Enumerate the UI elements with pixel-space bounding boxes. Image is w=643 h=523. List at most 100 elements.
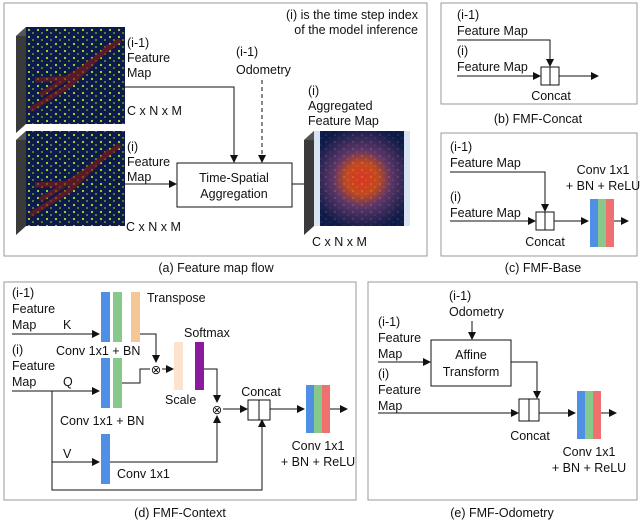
e-affine-to-concat-arrow <box>511 361 541 399</box>
d-conv-k-green <box>113 292 122 342</box>
e-conv-label-1: Conv 1x1 <box>563 445 616 459</box>
b-prev-label-1: (i-1) <box>457 8 479 22</box>
agg-box-label-2: Aggregation <box>200 187 267 201</box>
d-conv-bn-mid-label: Conv 1x1 + BN <box>60 414 144 428</box>
d-transpose-label: Transpose <box>147 291 206 305</box>
panel-a: (i) is the time step index of the model … <box>3 2 428 275</box>
out-dims: C x N x M <box>312 235 367 249</box>
d-softmax-to-mult-arrow <box>204 368 221 403</box>
e-conv-label-2: + BN + ReLU <box>552 461 626 475</box>
cur-map-label-1: (i) <box>127 140 138 154</box>
d-conv-k-blue <box>101 292 110 342</box>
c-conv-red-block <box>606 199 614 247</box>
d-transpose-to-mult-arrow <box>140 333 160 363</box>
e-conv-blue <box>577 391 585 439</box>
d-concat-label: Concat <box>241 385 281 399</box>
panel-c-border <box>440 132 638 257</box>
d-conv-v-blue <box>101 434 110 484</box>
d-conv-q-blue <box>101 358 110 408</box>
d-conv-out-label-1: Conv 1x1 <box>292 439 345 453</box>
c-prev-arrow <box>450 171 549 212</box>
e-cur-label-2: Feature <box>378 383 421 397</box>
e-conv-green <box>585 391 593 439</box>
note-line-1: (i) is the time step index <box>286 8 419 22</box>
odometry-label-1: (i-1) <box>236 45 258 59</box>
d-concat-block-left <box>247 399 260 421</box>
c-cur-label-1: (i) <box>450 190 461 204</box>
c-concat-label: Concat <box>525 235 565 249</box>
d-v-to-mult-arrow <box>110 415 221 463</box>
panel-d-border <box>3 281 357 501</box>
e-odo-label-2: Odometry <box>449 305 505 319</box>
panel-c: (i-1) Feature Map (i) Feature Map Concat… <box>440 132 640 275</box>
odometry-label-2: Odometry <box>236 63 292 77</box>
e-concat-block-right <box>528 398 540 422</box>
b-concat-label: Concat <box>531 89 571 103</box>
d-transpose-block <box>131 292 140 342</box>
b-prev-label-2: Feature Map <box>457 24 528 38</box>
prev-dims: C x N x M <box>127 104 182 118</box>
caption-c: (c) FMF-Base <box>505 261 581 275</box>
prev-map-label-1: (i-1) <box>127 36 149 50</box>
prev-map-label-3: Map <box>127 66 151 80</box>
affine-transform-box <box>430 339 512 387</box>
panel-b-border <box>440 2 638 105</box>
d-conv-out-blue <box>306 385 314 433</box>
c-conv-label-2: + BN + ReLU <box>566 179 640 193</box>
e-cur-label-3: Map <box>378 399 402 413</box>
aggregated-map-image <box>304 131 410 235</box>
d-k-label: K <box>63 318 72 332</box>
b-concat-block-left <box>540 66 551 86</box>
agg-box-label-1: Time-Spatial <box>199 171 269 185</box>
d-v-label: V <box>63 447 72 461</box>
caption-e: (e) FMF-Odometry <box>450 506 554 520</box>
d-softmax-block <box>195 342 204 390</box>
d-q-to-mult-line <box>122 368 150 384</box>
e-cur-label-1: (i) <box>378 367 389 381</box>
d-concat-block-right <box>258 399 271 421</box>
caption-d: (d) FMF-Context <box>134 506 226 520</box>
out-label-1: (i) <box>308 84 319 98</box>
e-conv-red <box>593 391 601 439</box>
c-conv-green-block <box>598 199 606 247</box>
d-conv-q-green <box>113 358 122 408</box>
d-mult-icon-1: ⊗ <box>151 363 161 377</box>
prev-map-label-2: Feature <box>127 51 170 65</box>
b-concat-block-right <box>549 66 560 86</box>
c-prev-label-1: (i-1) <box>450 140 472 154</box>
panel-d: (i-1) Feature Map K Transpose Conv 1x1 +… <box>3 281 357 520</box>
c-conv-label-1: Conv 1x1 <box>577 163 630 177</box>
c-cur-label-2: Feature Map <box>450 206 521 220</box>
panel-e: (i-1) Odometry (i-1) Feature Map Affine … <box>367 281 638 520</box>
d-conv-bn-top-label: Conv 1x1 + BN <box>56 344 140 358</box>
d-scale-label: Scale <box>165 393 196 407</box>
e-odo-label-1: (i-1) <box>449 289 471 303</box>
e-affine-label-2: Transform <box>443 365 500 379</box>
d-conv-out-red <box>322 385 330 433</box>
d-residual-arrow <box>51 419 266 491</box>
e-prev-label-2: Feature <box>378 331 421 345</box>
cur-map-label-3: Map <box>127 170 151 184</box>
d-conv-v-label: Conv 1x1 <box>117 467 170 481</box>
time-spatial-aggregation-box <box>176 162 293 208</box>
cur-map-label-2: Feature <box>127 155 170 169</box>
d-conv-out-label-2: + BN + ReLU <box>281 455 355 469</box>
d-scale-block <box>174 342 183 390</box>
d-cur-label-2: Feature <box>12 359 55 373</box>
c-conv-blue-block <box>590 199 598 247</box>
d-prev-label-3: Map <box>12 318 36 332</box>
c-concat-block-right <box>544 211 555 231</box>
caption-b: (b) FMF-Concat <box>494 112 583 126</box>
d-q-label: Q <box>63 375 73 389</box>
panel-a-border <box>3 2 428 257</box>
d-prev-label-2: Feature <box>12 302 55 316</box>
d-mult-icon-2: ⊗ <box>212 403 222 417</box>
c-concat-block-left <box>535 211 546 231</box>
prev-to-agg-arrow <box>125 86 238 163</box>
b-cur-label-1: (i) <box>457 44 468 58</box>
d-cur-label-1: (i) <box>12 343 23 357</box>
cur-feature-map-image <box>16 131 125 235</box>
panel-e-border <box>367 281 638 501</box>
